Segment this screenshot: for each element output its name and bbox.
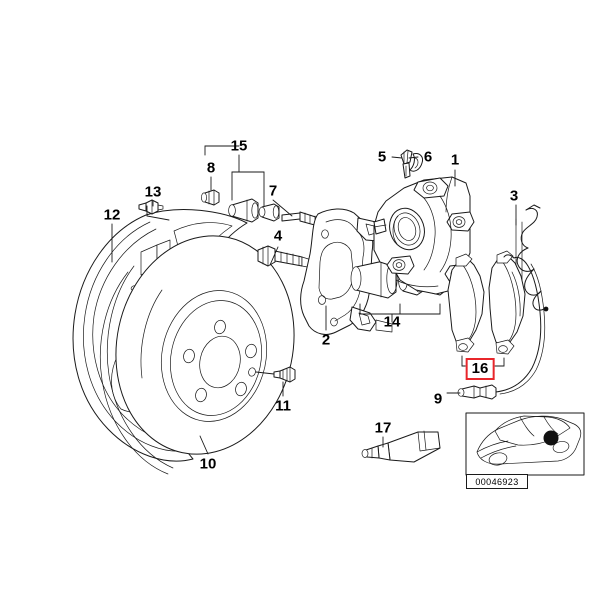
callout-3: 3 [509,187,519,205]
callout-2: 2 [321,331,331,349]
callout-13: 13 [144,183,162,201]
part-protective-cap [201,189,220,206]
callout-leaders [111,145,517,455]
part-brake-pad-set [447,250,526,367]
callout-10: 10 [199,455,217,473]
callout-11: 11 [275,397,291,415]
callout-12: 12 [103,206,121,224]
diagram-id-code: 00046923 [466,474,528,489]
callout-1: 1 [450,151,460,169]
callout-17: 17 [374,419,392,437]
callout-15: 15 [230,137,248,155]
callout-6: 6 [423,148,433,166]
rear-wheel-dot [543,430,559,446]
callout-16-highlighted: 16 [465,358,495,380]
callout-4: 4 [273,227,283,245]
callout-8: 8 [206,159,216,177]
part-brake-caliper-housing [373,176,475,295]
part-lubricant-grease-tube [361,430,441,463]
part-bleeder-screw-cap [409,153,423,172]
part-brake-pad-wear-sensor [457,254,546,400]
callout-7: 7 [268,182,278,200]
leader-11-to-disc [255,371,275,375]
callout-5: 5 [377,148,387,166]
part-guide-bushing-set [228,198,280,223]
callout-14: 14 [383,313,401,331]
callout-9: 9 [433,390,443,408]
part-disc-retaining-screw [273,366,296,383]
part-brake-disc-rotor [99,235,295,475]
part-bleeder-screw [400,149,413,179]
vehicle-location-inset [465,412,585,476]
part-backplate-screw [138,199,164,215]
